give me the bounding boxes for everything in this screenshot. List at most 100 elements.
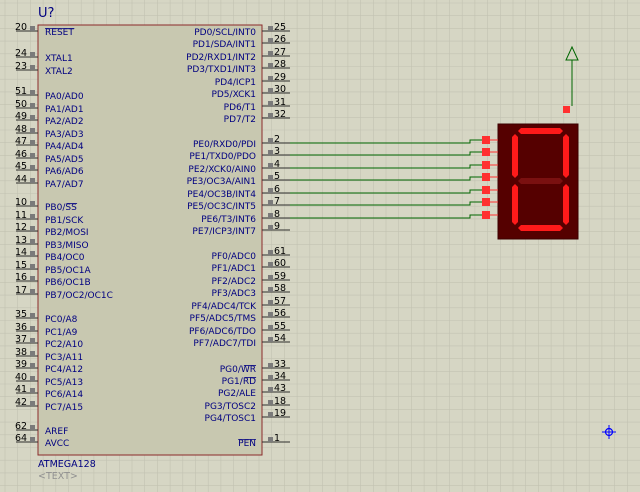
pin-end[interactable] xyxy=(30,363,35,368)
seven-segment-display[interactable] xyxy=(482,123,579,240)
pin-end[interactable] xyxy=(268,163,273,168)
pin-end[interactable] xyxy=(30,115,35,120)
pin-end[interactable] xyxy=(30,178,35,183)
pin-end[interactable] xyxy=(268,101,273,106)
pin-end[interactable] xyxy=(268,250,273,255)
power-terminal[interactable] xyxy=(563,45,579,113)
pin-end[interactable] xyxy=(268,287,273,292)
display-pin[interactable] xyxy=(482,161,490,169)
pin-end[interactable] xyxy=(268,363,273,368)
pin-end[interactable] xyxy=(268,38,273,43)
pin-end[interactable] xyxy=(30,338,35,343)
pin-end[interactable] xyxy=(30,437,35,442)
pin-end[interactable] xyxy=(30,140,35,145)
pin-end[interactable] xyxy=(268,113,273,118)
pin-end[interactable] xyxy=(268,26,273,31)
pin-end[interactable] xyxy=(30,376,35,381)
pin-end[interactable] xyxy=(30,276,35,281)
pin-end[interactable] xyxy=(30,52,35,57)
pin-end[interactable] xyxy=(268,312,273,317)
pin-end[interactable] xyxy=(30,90,35,95)
pin-end[interactable] xyxy=(268,275,273,280)
pin-end[interactable] xyxy=(268,175,273,180)
pin-end[interactable] xyxy=(268,400,273,405)
pin-end[interactable] xyxy=(268,150,273,155)
pin-end[interactable] xyxy=(268,375,273,380)
pin-end[interactable] xyxy=(30,153,35,158)
pin-end[interactable] xyxy=(30,214,35,219)
pin-end[interactable] xyxy=(30,425,35,430)
pin-end[interactable] xyxy=(30,226,35,231)
pin-end[interactable] xyxy=(30,201,35,206)
pin-end[interactable] xyxy=(30,103,35,108)
pin-end[interactable] xyxy=(268,188,273,193)
pin-end[interactable] xyxy=(268,213,273,218)
pin-end[interactable] xyxy=(30,313,35,318)
pin-end[interactable] xyxy=(268,325,273,330)
pin-end[interactable] xyxy=(30,65,35,70)
display-pin[interactable] xyxy=(482,211,490,219)
display-pin[interactable] xyxy=(482,198,490,206)
pin-end[interactable] xyxy=(30,326,35,331)
pin-end[interactable] xyxy=(268,437,273,442)
pin-end[interactable] xyxy=(268,76,273,81)
pin-end[interactable] xyxy=(30,264,35,269)
chip-body[interactable] xyxy=(37,24,263,456)
pin-end[interactable] xyxy=(268,412,273,417)
pin-end[interactable] xyxy=(30,388,35,393)
display-pin[interactable] xyxy=(482,148,490,156)
display-pin[interactable] xyxy=(482,136,490,144)
pin-end[interactable] xyxy=(268,337,273,342)
pin-end[interactable] xyxy=(30,239,35,244)
pin-end[interactable] xyxy=(268,262,273,267)
pin-end[interactable] xyxy=(30,251,35,256)
